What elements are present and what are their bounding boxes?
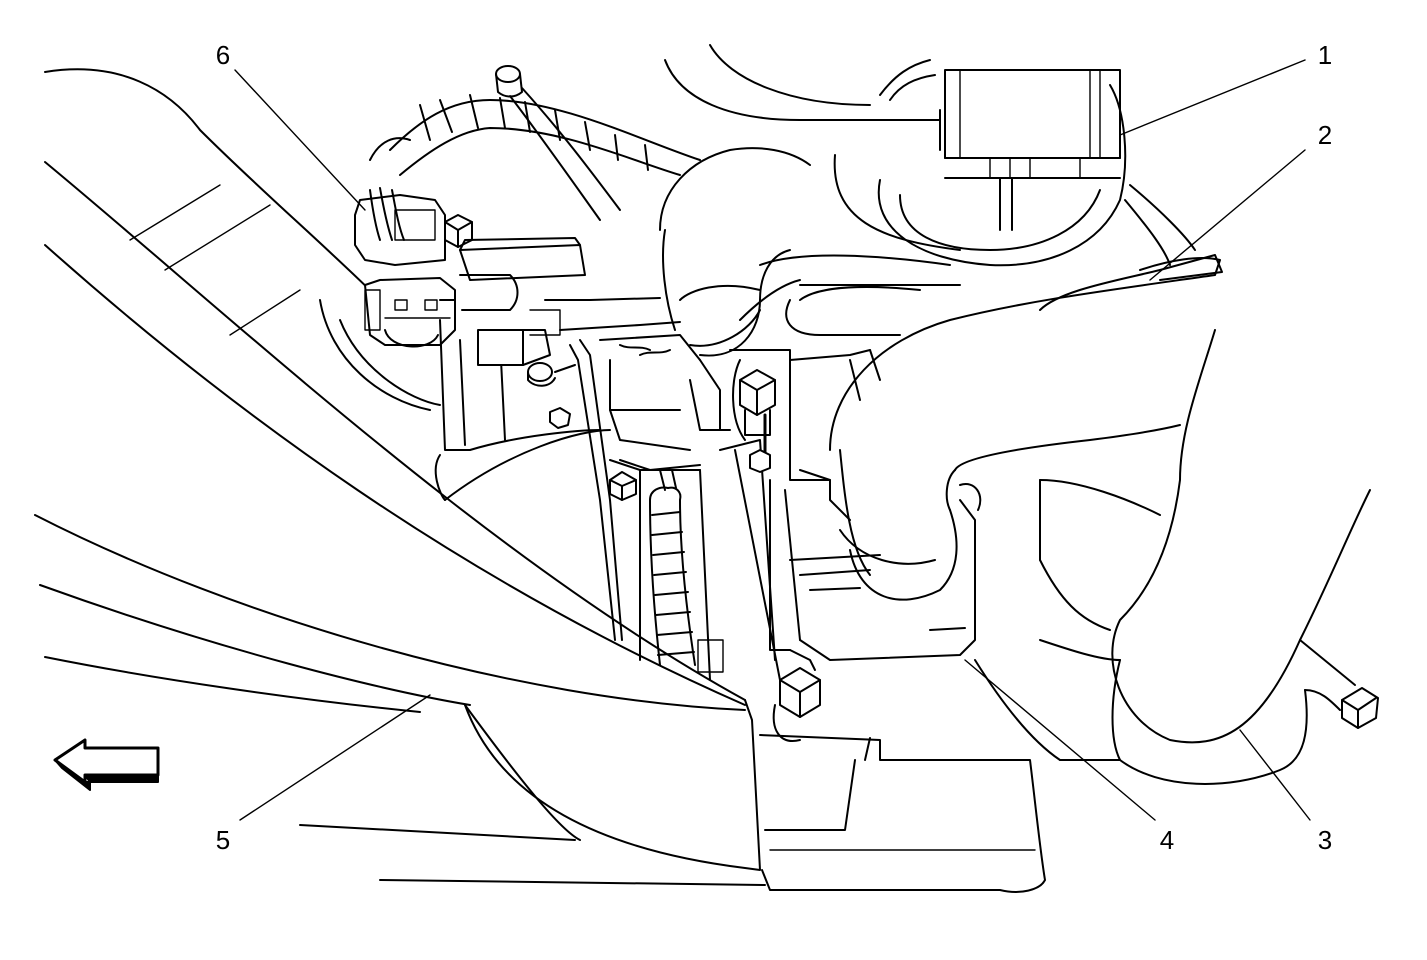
upper-hose-assembly [664,44,1196,267]
right-bracket [729,349,982,742]
callout-6: 6 [215,40,231,70]
leader-line-4 [964,659,1156,821]
connector-sensor [354,187,586,348]
throttle-body-elbow [759,254,1223,601]
elbow-hose [659,147,811,357]
leader-line-2 [1149,149,1306,281]
leader-line-1 [1119,59,1306,136]
air-intake-duct [1111,329,1379,785]
middle-connectors [459,274,681,641]
lower-tray [759,734,1046,893]
left-arrow-icon [53,738,160,791]
leader-line-3 [1239,729,1311,821]
callout-1: 1 [1317,40,1333,70]
wiring-harness [369,65,701,221]
callout-3: 3 [1317,825,1333,855]
front-fascia-panel [34,68,766,886]
leader-lines [234,59,1311,821]
callout-4: 4 [1159,825,1175,855]
mid-right-components [974,479,1161,761]
leader-line-5 [239,694,431,821]
center-bracket [599,334,781,681]
callout-2: 2 [1317,120,1333,150]
lower-harness-wrap [649,469,724,673]
callout-5: 5 [215,825,231,855]
leader-line-6 [234,69,366,211]
